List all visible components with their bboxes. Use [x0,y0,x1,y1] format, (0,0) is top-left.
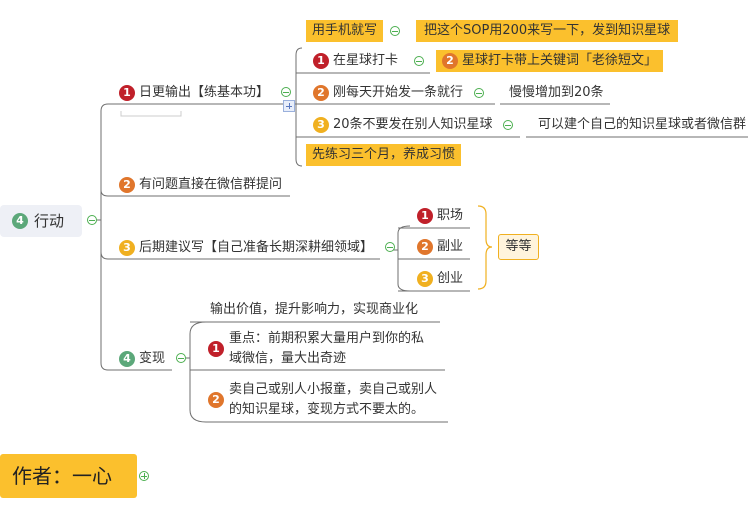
placeholder-line [120,111,182,117]
b1-c2-note[interactable]: 慢慢增加到20条 [509,85,604,100]
add-topic-icon[interactable] [283,100,295,112]
connector-b2 [100,189,290,197]
b1-c3-collapse-icon[interactable] [503,120,513,130]
b1-c1-collapse-icon[interactable] [414,56,424,66]
connector-b4-kids [189,321,448,423]
b2-label[interactable]: 有问题直接在微信群提问 [139,177,283,192]
b3-c3-index-badge: 3 [417,271,433,287]
b4-label[interactable]: 变现 [139,351,166,366]
b3-index-badge: 3 [119,240,135,256]
b1-c3-index-badge: 3 [313,117,329,133]
b1-label[interactable]: 日更输出【练基本功】 [139,85,270,100]
b1-c1-note-text: 星球打卡带上关键词「老徐短文」 [462,53,658,68]
b4-c2-index-badge: 2 [208,392,224,408]
b1-index-badge: 1 [119,85,135,101]
b1-c3-label[interactable]: 20条不要发在别人知识星球 [333,117,493,132]
b3-c1-label[interactable]: 职场 [437,208,464,223]
b1-c2-index-badge: 2 [313,85,329,101]
b3-c1-index-badge: 1 [417,208,433,224]
b2-index-badge: 2 [119,177,135,193]
b4-c1-line2[interactable]: 域微信，量大出奇迹 [229,351,347,366]
author-expand-icon[interactable] [139,471,149,481]
root-index-badge: 4 [12,213,28,229]
b1-c1-note-index-badge: 2 [442,53,458,69]
b3-c2-index-badge: 2 [417,239,433,255]
b1-collapse-icon[interactable] [281,87,291,97]
connector-b3 [100,251,380,260]
b3-collapse-icon[interactable] [385,242,395,252]
b4-c1-line1[interactable]: 重点：前期积累大量用户到你的私 [229,331,425,346]
b4-c1-index-badge: 1 [208,341,224,357]
b1-c2-collapse-icon[interactable] [474,88,484,98]
b4-c2-line1[interactable]: 卖自己或别人小报童，卖自己或别人 [229,382,438,397]
b1-c1-label[interactable]: 在星球打卡 [333,53,399,68]
b3-summary[interactable]: 等等 [498,234,539,260]
connector-b1-trunk [295,47,303,167]
b1-c3-note[interactable]: 可以建个自己的知识星球或者微信群 [538,117,747,132]
b3-label[interactable]: 后期建议写【自己准备长期深耕细领域】 [139,240,374,255]
b1-tip1-box[interactable]: 用手机就写 [306,20,384,42]
b1-c2-label[interactable]: 刚每天开始发一条就行 [333,85,464,100]
root-node[interactable]: 4 行动 [0,205,82,237]
summary-bracket [477,205,493,290]
author-node[interactable]: 作者：一心 [0,454,137,498]
b3-c3-label[interactable]: 创业 [437,271,464,286]
b1-tip1-collapse-icon[interactable] [390,26,400,36]
b1-c1-index-badge: 1 [313,53,329,69]
root-collapse-icon[interactable] [87,215,97,225]
root-label: 行动 [34,212,65,230]
b1-c1-note-box[interactable]: 2 星球打卡带上关键词「老徐短文」 [436,50,664,72]
b1-tip1-note[interactable]: 把这个SOP用200来写一下，发到知识星球 [416,20,679,42]
connector-trunk [100,103,109,371]
b4-c2-line2[interactable]: 的知识星球，变现方式不要太的。 [229,402,425,417]
b4-c0-label[interactable]: 输出价值，提升影响力，实现商业化 [210,302,419,317]
b4-index-badge: 4 [119,351,135,367]
b3-c2-label[interactable]: 副业 [437,239,464,254]
b1-tip2-box[interactable]: 先练习三个月，养成习惯 [306,144,462,166]
b4-collapse-icon[interactable] [176,353,186,363]
